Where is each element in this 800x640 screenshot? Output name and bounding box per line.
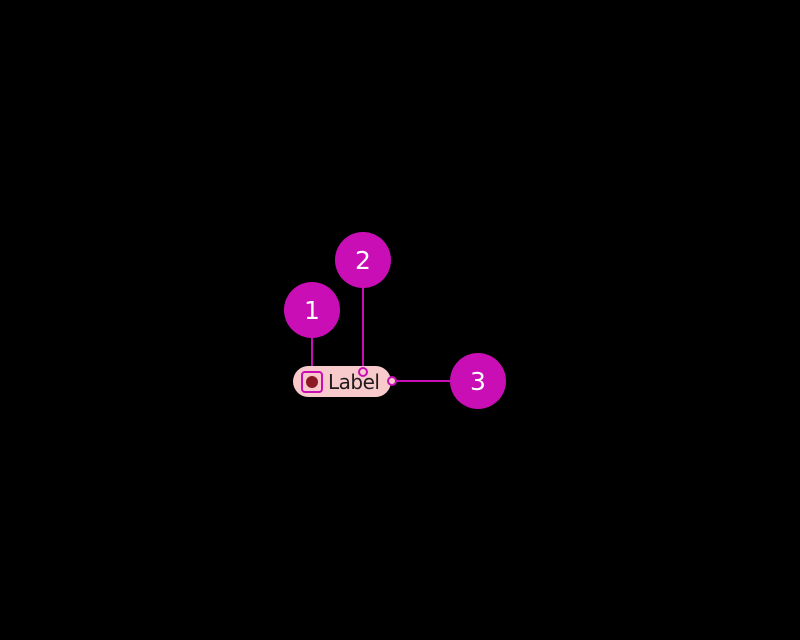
callout-badge-1: 1: [284, 282, 340, 338]
callout-anchor-2: [358, 367, 368, 377]
callout-line-3: [396, 380, 452, 382]
leading-icon-highlight: [301, 370, 323, 393]
callout-badge-2: 2: [335, 232, 391, 288]
callout-anchor-3: [387, 376, 397, 386]
chip-label: Label: [328, 369, 380, 394]
record-dot-icon: [306, 375, 318, 388]
callout-line-1: [311, 336, 313, 372]
callout-number-3: 3: [470, 366, 486, 396]
callout-number-1: 1: [304, 295, 320, 325]
callout-number-2: 2: [355, 245, 371, 275]
callout-badge-3: 3: [450, 353, 506, 409]
assist-chip[interactable]: Label: [293, 366, 391, 397]
callout-line-2: [362, 286, 364, 368]
